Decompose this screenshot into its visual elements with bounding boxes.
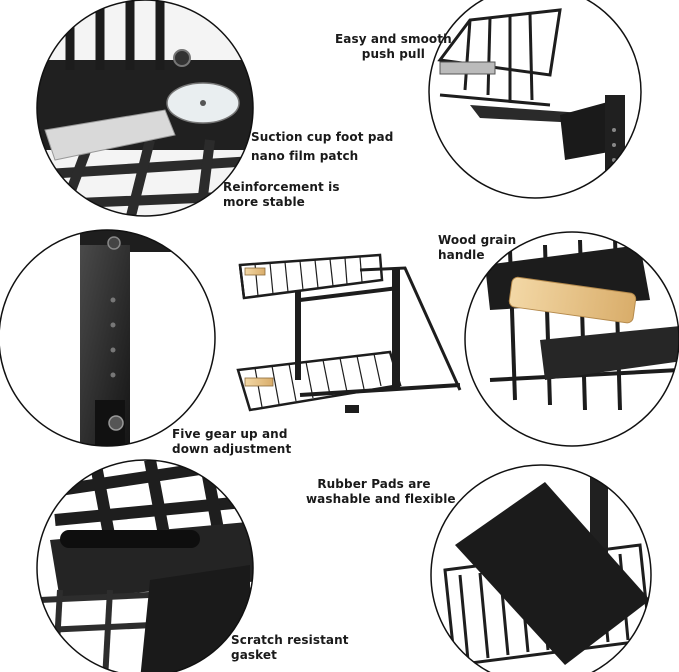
callout-reinforcement-line1: Reinforcement is	[223, 180, 340, 194]
callout-suction-line1: Suction cup foot pad	[251, 130, 394, 144]
callout-gasket: Scratch resistant gasket	[231, 633, 349, 663]
callout-reinforcement-line2: more stable	[223, 195, 305, 209]
callout-gear-line1: Five gear up and	[172, 427, 288, 441]
detail-circle-push-pull	[428, 0, 642, 199]
callout-reinforcement: Reinforcement is more stable	[223, 180, 340, 210]
callout-gear-adjust: Five gear up and down adjustment	[172, 427, 291, 457]
callout-rubber-line1: Rubber Pads are	[317, 477, 431, 491]
detail-circle-gear-adjust	[0, 229, 216, 447]
callout-rubber-pads: Rubber Pads are washable and flexible	[306, 477, 456, 507]
callout-gasket-line2: gasket	[231, 648, 277, 662]
product-rack-main	[236, 253, 462, 413]
callout-wood-handle: Wood grain handle	[438, 233, 516, 263]
callout-wood-handle-line2: handle	[438, 248, 485, 262]
detail-circle-wood-handle	[464, 231, 679, 447]
callout-gasket-line1: Scratch resistant	[231, 633, 349, 647]
callout-push-pull: Easy and smooth push pull	[335, 32, 452, 62]
callout-push-pull-line2: push pull	[361, 47, 426, 61]
callout-rubber-line2: washable and flexible	[306, 492, 456, 506]
callout-push-pull-line1: Easy and smooth	[335, 32, 452, 46]
callout-wood-handle-line1: Wood grain	[438, 233, 517, 247]
callout-suction: Suction cup foot pad nano film patch	[251, 130, 393, 164]
detail-circle-rubber-pads	[430, 464, 652, 672]
callout-gear-line2: down adjustment	[172, 442, 292, 456]
callout-suction-line2: nano film patch	[251, 149, 359, 163]
